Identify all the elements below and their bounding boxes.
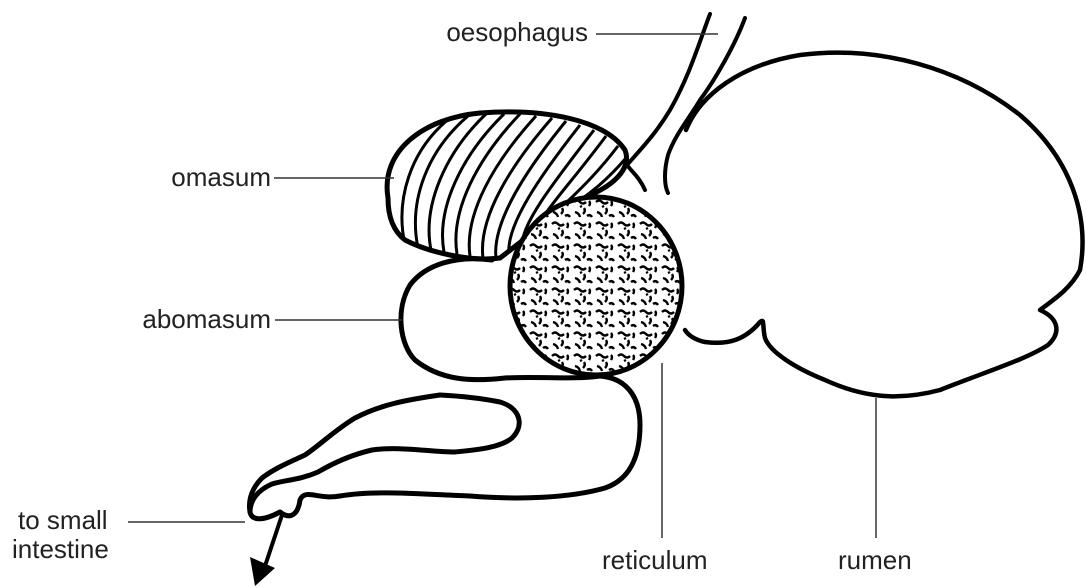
reticulum-label: reticulum bbox=[602, 546, 707, 575]
oesophagus-shape bbox=[627, 14, 710, 165]
arrow-head-icon bbox=[250, 557, 275, 586]
to-small-intestine-label: to small intestine bbox=[12, 506, 109, 563]
rumen-label: rumen bbox=[838, 546, 912, 575]
omasum-label: omasum bbox=[171, 163, 271, 192]
to-small-label-line2: intestine bbox=[12, 535, 109, 564]
rumen-shape bbox=[685, 53, 1083, 397]
to-small-label-line1: to small bbox=[12, 506, 109, 535]
abomasum-label: abomasum bbox=[142, 305, 271, 334]
oesophagus-label: oesophagus bbox=[446, 18, 588, 47]
reticulum-shape bbox=[510, 197, 682, 375]
